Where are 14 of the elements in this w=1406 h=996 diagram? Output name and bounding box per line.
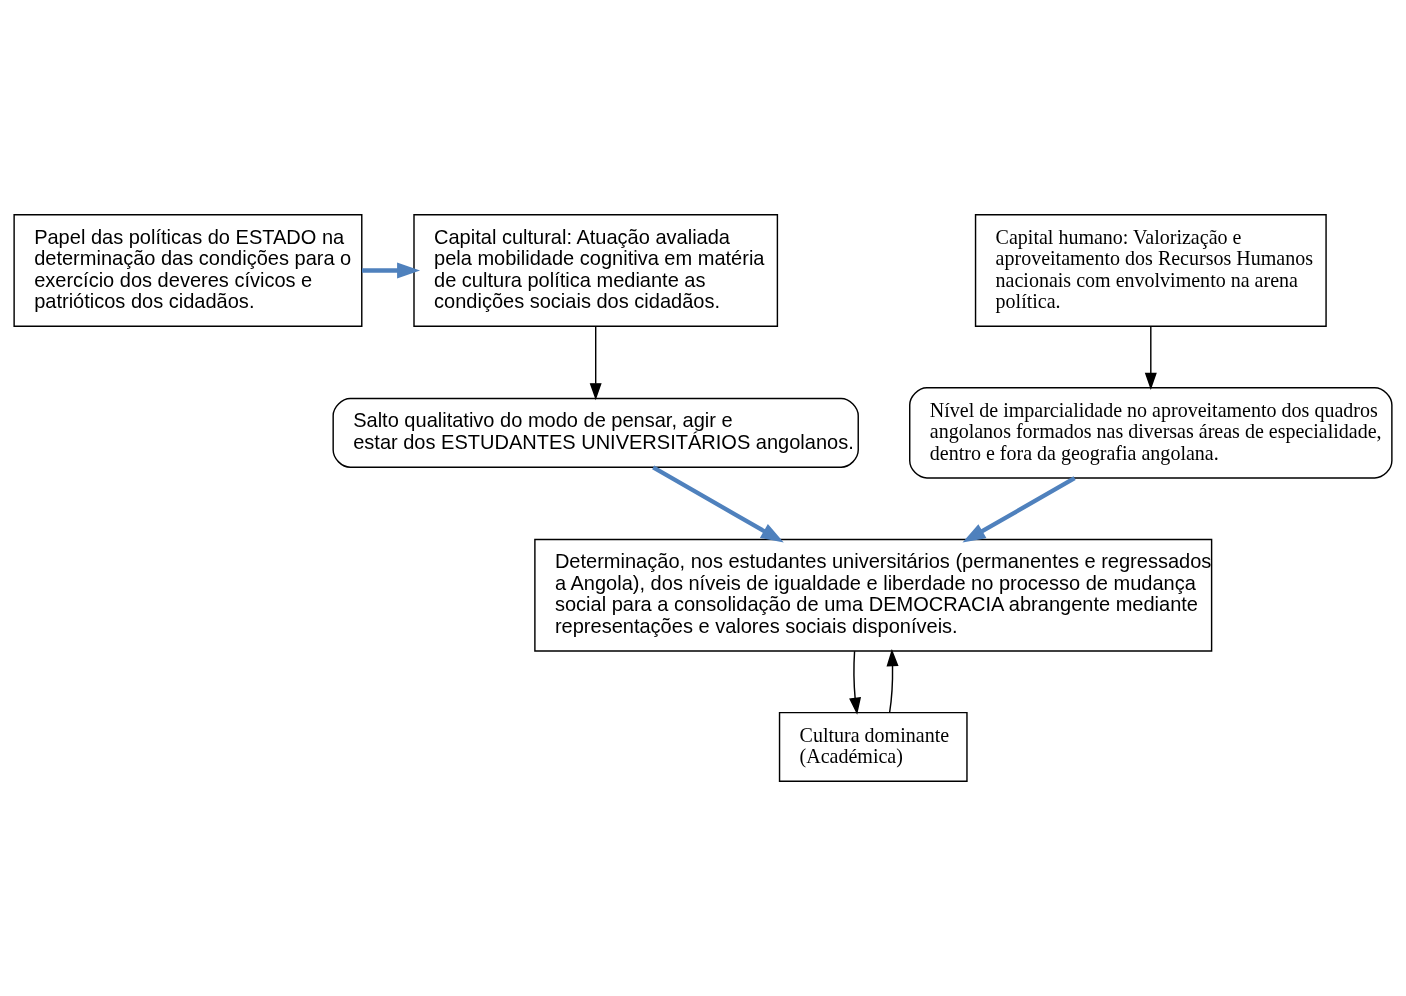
node-box: Nível de imparcialidade no aproveitamento dos quadros angolanos formados nas diversas áreas de especialidade, dentro e fora da geografia angolana. — [909, 387, 1393, 479]
node-box: Cultura dominante (Académica) — [778, 711, 968, 782]
arrow — [962, 476, 1076, 543]
node-box: Determinação, nos estudantes universitários (permanentes e regressados a Angola), dos níveis de igualdade e liberdade no processo de mudança social para a consolidação de uma DEMOCRACIA abrangente mediante representações e valores sociais disponíveis. — [534, 538, 1213, 652]
node-box: Salto qualitativo do modo de pensar, agir e estar dos ESTUDANTES UNIVERSITÁRIOS angolanos. — [332, 397, 859, 468]
arrow — [886, 649, 899, 714]
node-box: Capital humano: Valorização e aproveitamento dos Recursos Humanos nacionais com envolvimento na arena política. — [974, 214, 1327, 328]
arrow — [361, 262, 421, 279]
arrow — [652, 465, 784, 543]
node-box: Papel das políticas do ESTADO na determinação das condições para o exercício dos deveres cívicos e patrióticos dos cidadãos. — [13, 214, 363, 328]
arrow — [1144, 325, 1157, 390]
arrow — [589, 325, 602, 401]
node-box: Capital cultural: Atuação avaliada pela mobilidade cognitiva em matéria de cultura política mediante as condições sociais dos cidadãos. — [413, 214, 779, 328]
arrow — [849, 650, 862, 715]
